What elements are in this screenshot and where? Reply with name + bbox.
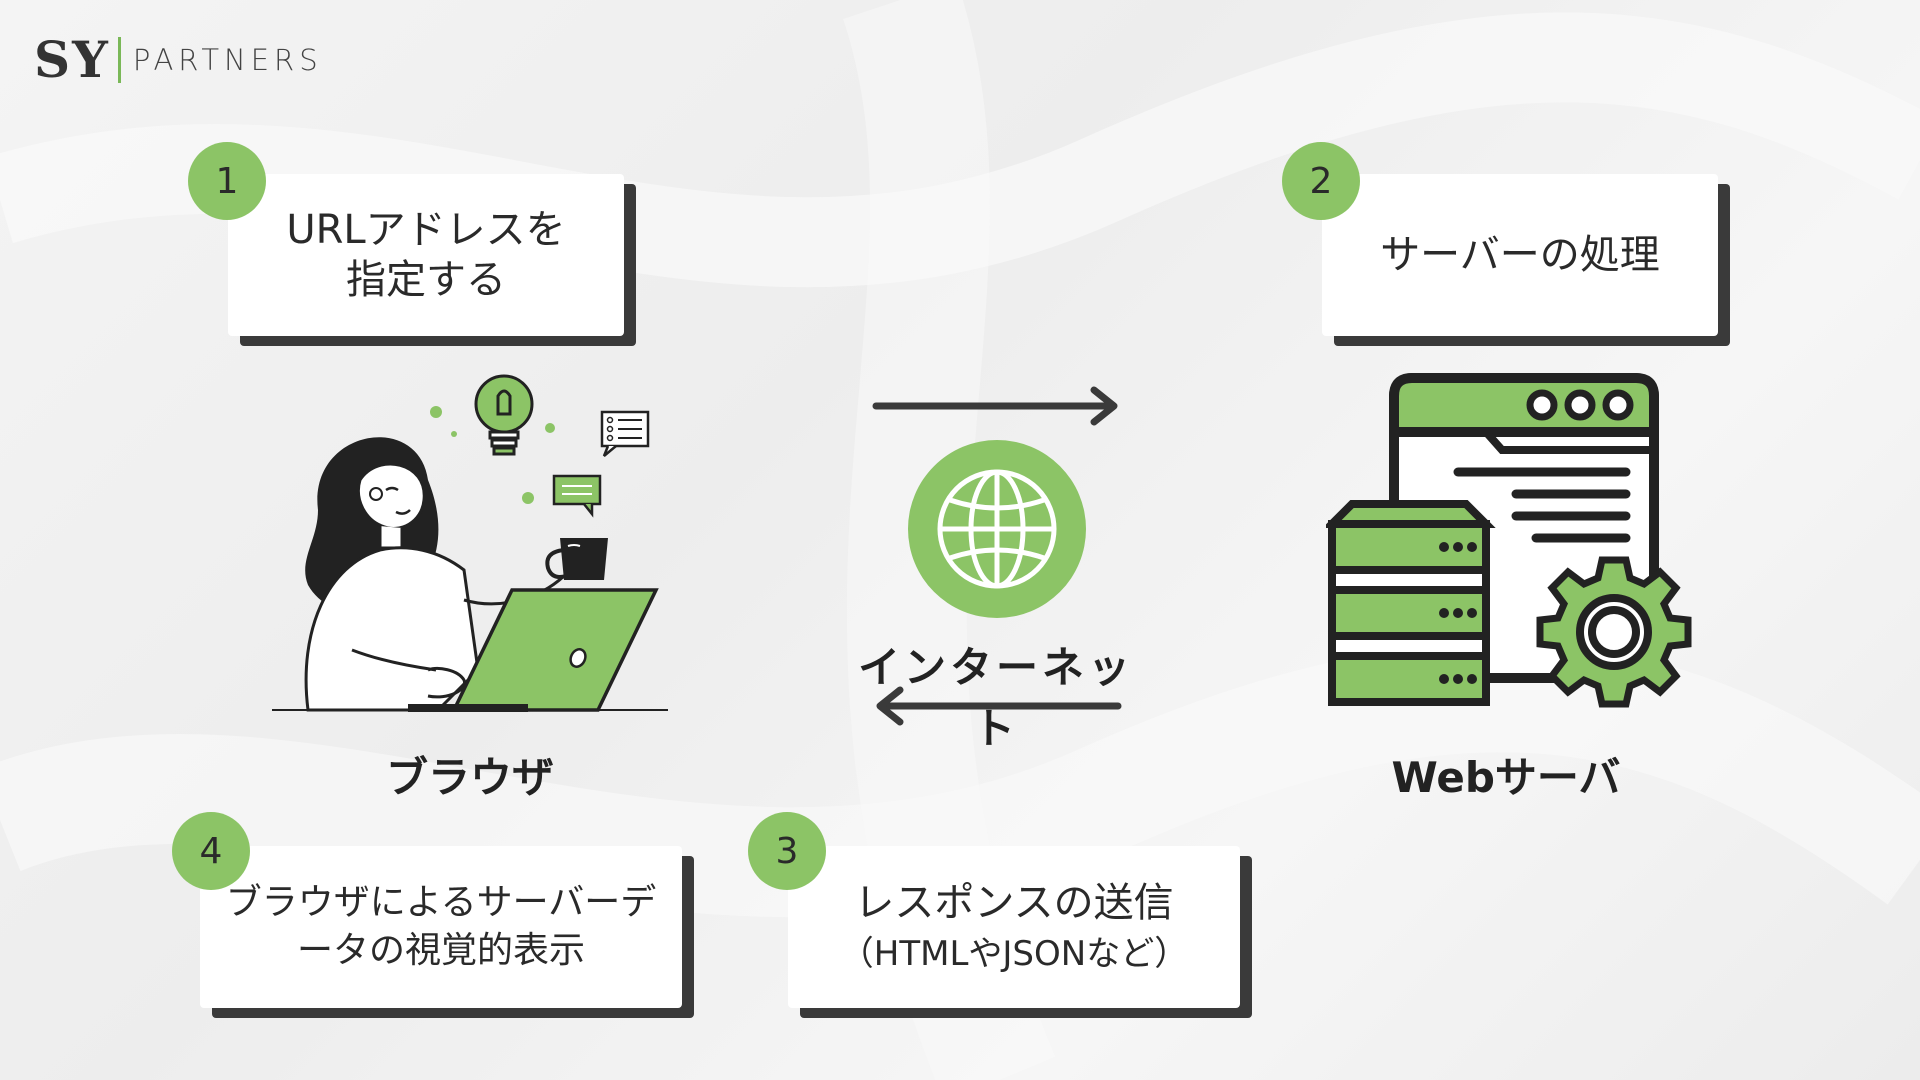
step-4-line2: ータの視覚的表示 (296, 930, 585, 971)
dot-2 (451, 431, 457, 437)
step-3-card: レスポンスの送信 （HTMLやJSONなど） (788, 846, 1240, 1008)
step-3-line1: レスポンスの送信 (854, 880, 1174, 926)
step-4-badge: 4 (172, 812, 250, 890)
step-3-badge: 3 (748, 812, 826, 890)
step-1-line2: 指定する (346, 257, 506, 303)
woman-laptop-illustration (272, 374, 668, 712)
step-4-line1: ブラウザによるサーバーデ (225, 882, 657, 923)
logo-text: PARTNERS (132, 42, 323, 77)
server-label: Webサーバ (1391, 753, 1621, 802)
logo-divider (117, 36, 121, 83)
server-icon (1326, 500, 1496, 706)
arrow-left-icon (876, 686, 1122, 726)
step-1-line1: URLアドレスを (286, 207, 566, 253)
step-2-badge: 2 (1282, 142, 1360, 220)
lightbulb-icon (474, 374, 534, 456)
step-4-card: ブラウザによるサーバーデ ータの視覚的表示 (200, 846, 682, 1008)
checklist-bubble-icon (600, 410, 650, 457)
globe-icon (908, 440, 1086, 618)
step-3-sub: （HTMLやJSONなど） (839, 934, 1189, 974)
step-1-card: URLアドレスを 指定する (228, 174, 624, 336)
internet-label: インターネット (857, 643, 1134, 753)
arrow-right-icon (872, 386, 1118, 426)
step-2-card: サーバーの処理 (1322, 174, 1718, 336)
gear-icon (1536, 556, 1692, 708)
mug-icon (545, 538, 608, 580)
dot-1 (430, 406, 442, 418)
step-1-badge: 1 (188, 142, 266, 220)
server-illustration (1326, 373, 1692, 708)
company-logo: SY PARTNERS (34, 30, 323, 89)
step-2-line1: サーバーの処理 (1380, 232, 1660, 278)
dot-3 (545, 423, 555, 433)
logo-mark: SY (34, 30, 110, 89)
dot-4 (522, 492, 534, 504)
browser-label: ブラウザ (385, 753, 554, 802)
laptop-icon (408, 588, 659, 712)
chat-bubble-icon (552, 474, 602, 518)
